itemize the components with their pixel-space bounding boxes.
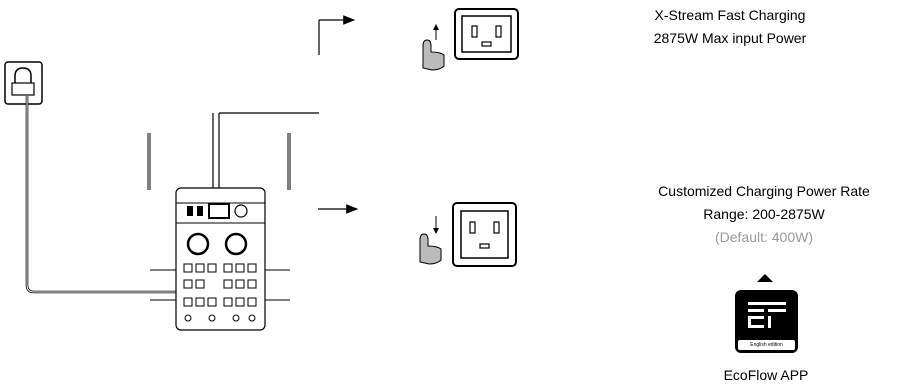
power-station-icon [150, 187, 290, 331]
top-note-line2: 2875W Max input Power [653, 30, 807, 46]
triangle-up-icon [757, 274, 773, 282]
app-label: EcoFlow APP [723, 367, 809, 383]
ac-inlet-icon-top [454, 8, 519, 60]
app-icon-caption: English edition [750, 342, 783, 348]
hatched-bars [147, 133, 291, 190]
connector-lines [212, 15, 359, 214]
bottom-note-line1: Customized Charging Power Rate [658, 183, 870, 199]
bottom-note-default: (Default: 400W) [714, 229, 814, 245]
bottom-note-line2: Range: 200-2875W [703, 206, 825, 222]
hand-switch-down-icon [419, 216, 442, 265]
wall-outlet-icon [4, 61, 43, 105]
top-note: X-Stream Fast Charging 2875W Max input P… [630, 4, 830, 50]
hand-switch-up-icon [422, 24, 445, 71]
ac-inlet-icon-bottom [452, 202, 517, 267]
top-note-line1: X-Stream Fast Charging [654, 7, 806, 23]
bottom-note: Customized Charging Power Rate Range: 20… [614, 180, 914, 249]
ecoflow-app-icon [735, 290, 798, 353]
